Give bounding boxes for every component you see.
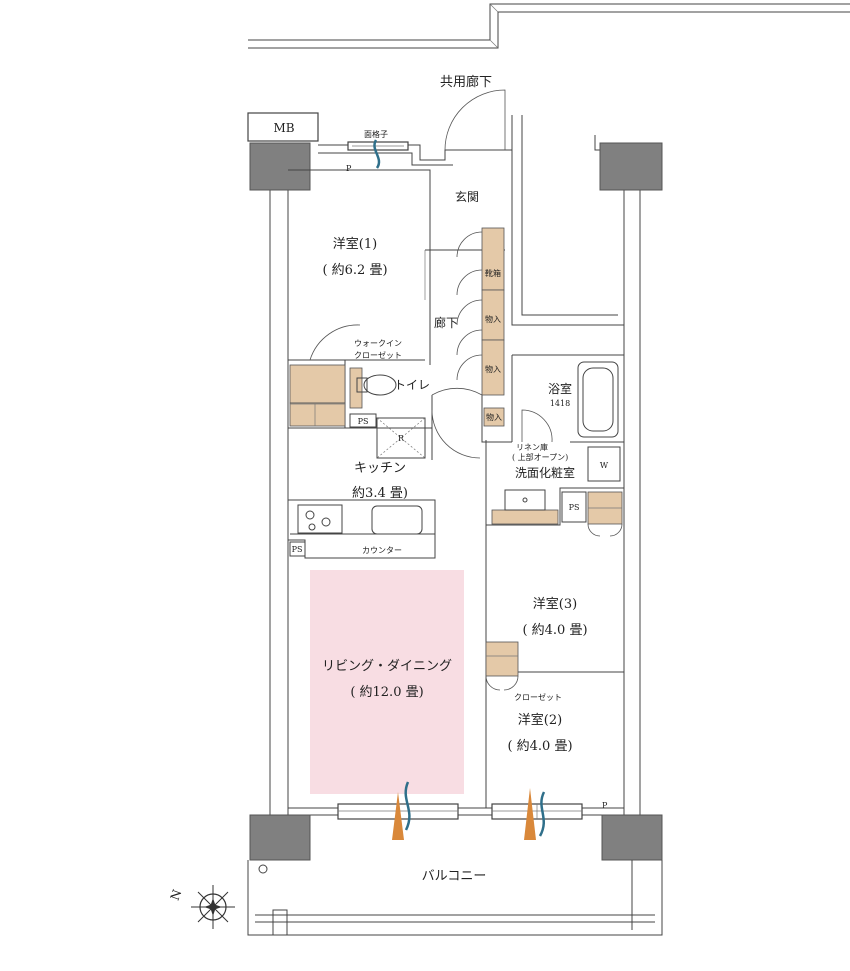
mb-label: MB bbox=[273, 121, 294, 135]
airflow-arrow-icon bbox=[373, 139, 381, 169]
entrance-label: 玄関 bbox=[455, 189, 479, 204]
kitchen-name: キッチン bbox=[354, 461, 406, 476]
living-size: ( 約12.0 畳) bbox=[350, 685, 423, 700]
storage-label-2: 物入 bbox=[485, 364, 501, 374]
washer-label: W bbox=[600, 461, 609, 470]
lattice-window bbox=[347, 141, 409, 151]
balcony-label: バルコニー bbox=[422, 869, 487, 884]
interior-walls bbox=[288, 169, 624, 808]
kitchen-size: 約3.4 畳) bbox=[352, 486, 408, 501]
lattice-label: 面格子 bbox=[364, 129, 388, 139]
kitchen-counter bbox=[290, 504, 435, 535]
airflow-arrow-icon bbox=[524, 788, 546, 840]
bathtub bbox=[577, 361, 619, 438]
ps-label-1: PS bbox=[358, 417, 369, 426]
living-dining-area bbox=[310, 570, 464, 794]
ps-label-3: PS bbox=[569, 503, 580, 512]
shoe-box-label: 靴箱 bbox=[485, 268, 501, 278]
airflow-arrow-icon bbox=[392, 781, 411, 840]
refrigerator bbox=[376, 417, 426, 459]
linen-label-line1: リネン庫 bbox=[516, 442, 548, 452]
ps-box-1 bbox=[349, 413, 377, 428]
toilet-fixture bbox=[349, 367, 397, 409]
mb-area bbox=[247, 112, 319, 142]
storage-label-1: 物入 bbox=[485, 314, 501, 324]
bath-door bbox=[521, 409, 553, 443]
north-label: N bbox=[168, 888, 185, 903]
western1-name: 洋室(1) bbox=[333, 236, 377, 252]
western1-door bbox=[309, 324, 361, 361]
p-label-2: P bbox=[602, 801, 608, 810]
washroom-label: 洗面化粧室 bbox=[515, 465, 575, 480]
western2-size: ( 約4.0 畳) bbox=[507, 739, 572, 754]
wash-basin bbox=[491, 489, 559, 525]
ps-label-2: PS bbox=[292, 545, 303, 554]
outer-walls bbox=[269, 115, 641, 816]
balcony-lines bbox=[247, 860, 663, 936]
closet bbox=[485, 641, 519, 691]
pillar-bottom-right bbox=[601, 814, 663, 861]
ps-box-3 bbox=[561, 491, 587, 523]
linen-label-line2: ( 上部オープン) bbox=[512, 452, 568, 462]
pillars bbox=[249, 142, 663, 861]
walk-in-closet bbox=[289, 364, 346, 427]
pillar-bottom-left bbox=[249, 814, 311, 861]
common-corridor-label: 共用廊下 bbox=[440, 74, 492, 90]
toilet-label: トイレ bbox=[394, 378, 430, 392]
ps-box-2 bbox=[289, 541, 306, 557]
entrance-door bbox=[444, 89, 506, 151]
pillar-top-right bbox=[599, 142, 663, 191]
compass-icon bbox=[191, 885, 235, 929]
western2-name: 洋室(2) bbox=[518, 712, 562, 728]
washroom-storage bbox=[587, 491, 623, 537]
bath-size: 1418 bbox=[550, 399, 570, 408]
refrigerator-label: R bbox=[398, 434, 405, 443]
hallway-label: 廊下 bbox=[434, 315, 458, 330]
closet-label: クローゼット bbox=[514, 692, 562, 702]
common-corridor-lines bbox=[248, 3, 850, 49]
counter-label: カウンター bbox=[362, 546, 402, 555]
western3-name: 洋室(3) bbox=[533, 596, 577, 612]
western1-size: ( 約6.2 畳) bbox=[322, 263, 387, 278]
western3-size: ( 約4.0 畳) bbox=[522, 623, 587, 638]
pillar-top-left bbox=[249, 142, 311, 191]
living-name: リビング・ダイニング bbox=[322, 659, 452, 674]
hallway-doors bbox=[424, 231, 483, 459]
p-label-1: P bbox=[346, 164, 352, 173]
bath-name: 浴室 bbox=[548, 381, 572, 396]
wic-label-line2: クローゼット bbox=[354, 350, 402, 360]
storage-label-3: 物入 bbox=[486, 412, 502, 422]
washer-box bbox=[587, 446, 621, 482]
balcony-windows bbox=[337, 803, 583, 820]
shoe-storage-column bbox=[481, 227, 505, 427]
wic-label-line1: ウォークイン bbox=[354, 339, 402, 348]
